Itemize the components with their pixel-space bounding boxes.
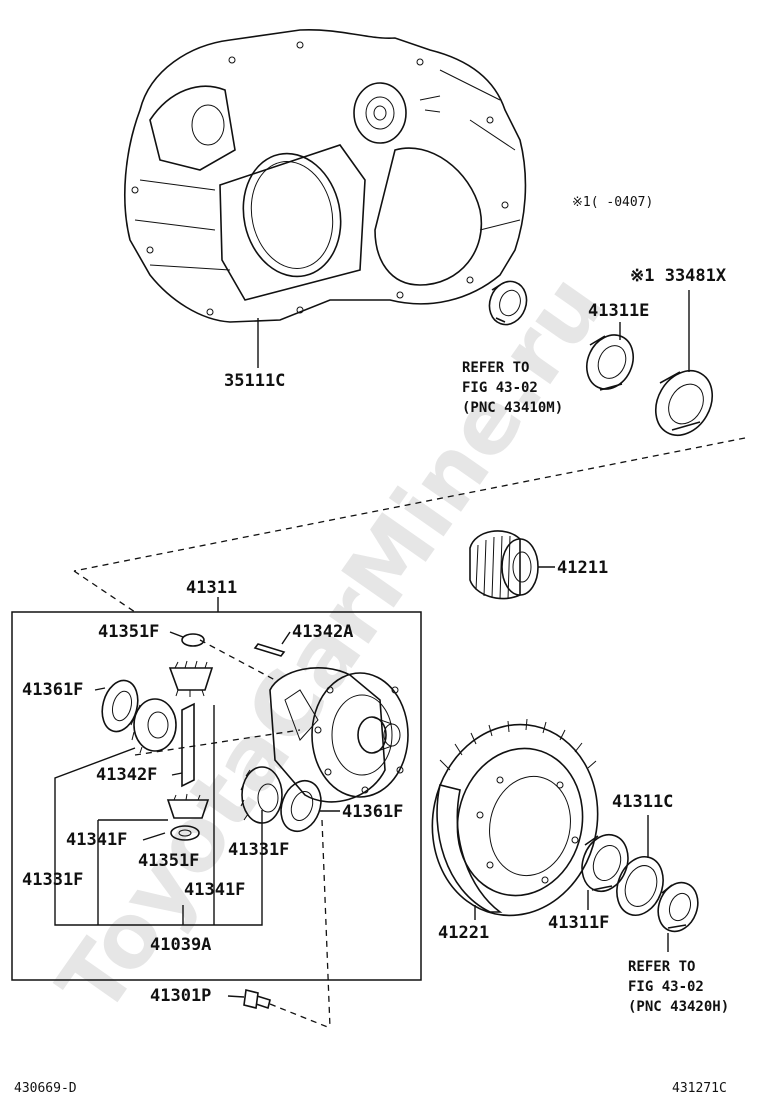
label-41351F-top: 41351F xyxy=(98,622,159,642)
svg-text:REFER TO: REFER TO xyxy=(462,360,529,376)
label-41341F-left: 41341F xyxy=(66,830,127,850)
footer-right-id: 431271C xyxy=(672,1081,727,1096)
side-gear-left-drawing xyxy=(130,698,177,754)
label-41342A: 41342A xyxy=(292,622,353,642)
transaxle-housing-drawing xyxy=(124,28,527,368)
label-41342F: 41342F xyxy=(96,765,157,785)
label-41211: 41211 xyxy=(557,558,608,578)
refer-note-43420H: REFER TO FIG 43-02 (PNC 43420H) xyxy=(628,959,729,1015)
label-41311E: 41311E xyxy=(588,301,649,321)
ring-gear-41221-drawing xyxy=(431,718,599,920)
label-41331F-right: 41331F xyxy=(228,840,289,860)
label-41361F-right: 41361F xyxy=(342,802,403,822)
thrust-washer-top-drawing xyxy=(181,633,205,647)
bearing-41311E-drawing xyxy=(586,322,634,391)
svg-text:(PNC 43410M): (PNC 43410M) xyxy=(462,400,563,416)
differential-group-box xyxy=(11,611,422,981)
oil-seal-left-drawing xyxy=(488,280,528,326)
pinion-gear-top-drawing xyxy=(168,660,214,697)
drive-pinion-41211-drawing xyxy=(469,530,555,600)
side-washer-right-drawing xyxy=(280,779,322,833)
svg-text:(PNC 43420H): (PNC 43420H) xyxy=(628,999,729,1015)
label-33481X: ※1 33481X xyxy=(630,266,727,286)
label-41039A: 41039A xyxy=(150,935,211,955)
bolt-41301P-drawing xyxy=(243,989,271,1010)
shim-41311C-drawing xyxy=(616,815,664,916)
label-41311F: 41311F xyxy=(548,913,609,933)
thrust-washer-bottom-drawing xyxy=(170,825,200,841)
label-41361F-left: 41361F xyxy=(22,680,83,700)
pinion-gear-bottom-drawing xyxy=(166,793,210,819)
label-41341F-bottom: 41341F xyxy=(184,880,245,900)
bearing-41311F-drawing xyxy=(581,833,629,910)
label-41311: 41311 xyxy=(186,578,237,598)
label-41331F-left: 41331F xyxy=(22,870,83,890)
svg-text:FIG 43-02: FIG 43-02 xyxy=(628,979,704,995)
svg-text:FIG 43-02: FIG 43-02 xyxy=(462,380,538,396)
pin-41342A-drawing xyxy=(253,643,286,657)
side-washer-left-drawing xyxy=(101,679,139,733)
seal-33481X-drawing xyxy=(654,290,714,436)
label-41311C: 41311C xyxy=(612,792,673,812)
oil-seal-right-drawing xyxy=(657,881,699,952)
label-41351F-bottom: 41351F xyxy=(138,851,199,871)
footer-left-id: 430669-D xyxy=(14,1081,77,1096)
note-serial-range: ※1( -0407) xyxy=(572,195,653,210)
svg-text:REFER TO: REFER TO xyxy=(628,959,695,975)
label-35111C: 35111C xyxy=(224,371,285,391)
kit-bracket-41039A xyxy=(54,747,263,926)
label-41221: 41221 xyxy=(438,923,489,943)
pinion-shaft-drawing xyxy=(181,702,195,788)
watermark: ToyotaCarMine.ru xyxy=(38,256,624,1032)
differential-case-drawing xyxy=(269,667,409,803)
label-41301P: 41301P xyxy=(150,986,211,1006)
refer-note-43410M: REFER TO FIG 43-02 (PNC 43410M) xyxy=(462,360,563,416)
